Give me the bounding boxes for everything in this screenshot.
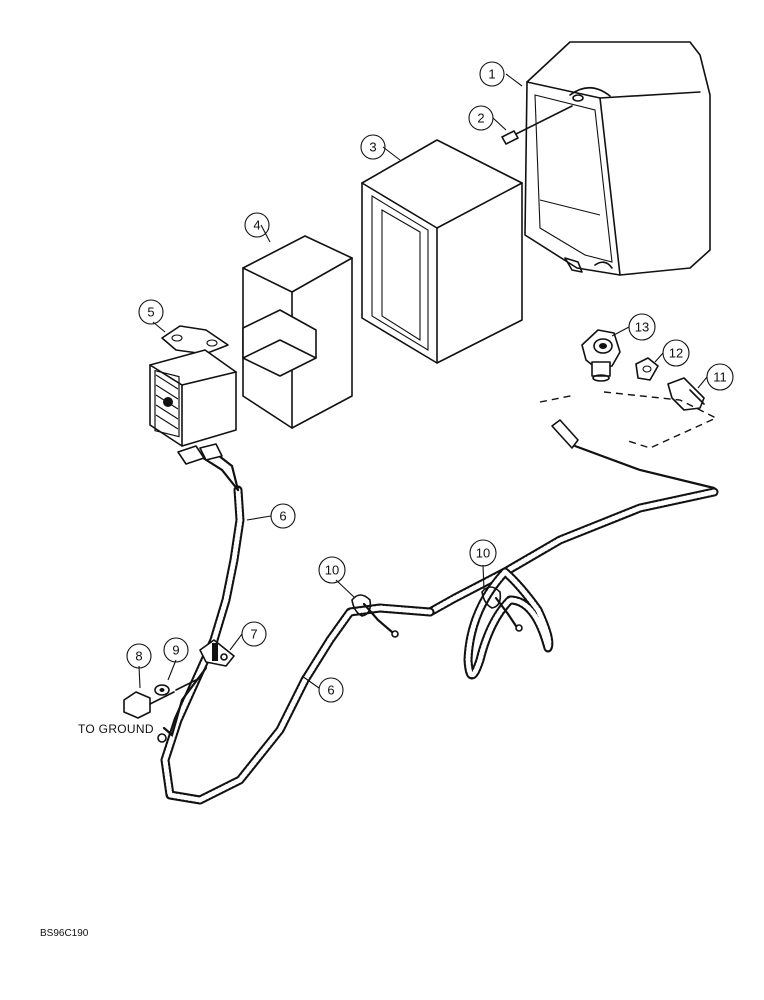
callout-5-label: 5: [147, 305, 154, 320]
callout-2-label: 2: [477, 111, 484, 126]
foam-liner: [361, 139, 523, 364]
callout-10-right: 10: [469, 539, 497, 567]
callout-7-label: 7: [250, 627, 257, 642]
wire-harness: [157, 443, 719, 805]
callout-12: 12: [662, 339, 690, 367]
callout-1-label: 1: [488, 67, 495, 82]
callout-8: 8: [126, 643, 152, 669]
figure-code: BS96C190: [40, 928, 89, 939]
callout-13: 13: [628, 313, 656, 341]
callout-11-label: 11: [713, 370, 727, 385]
callout-10-left-label: 10: [325, 563, 339, 578]
callout-13-label: 13: [635, 320, 649, 335]
callout-2: 2: [468, 105, 494, 131]
callout-4: 4: [244, 212, 270, 238]
callout-3-label: 3: [369, 140, 376, 155]
housing-cover: [524, 41, 711, 276]
callout-9-label: 9: [172, 643, 179, 658]
callout-10-left: 10: [318, 556, 346, 584]
backup-alarm: [149, 325, 237, 447]
callout-6-upper: 6: [270, 503, 296, 529]
alarm-grille: [155, 374, 179, 430]
cable-clamp-left: [351, 594, 372, 617]
adapter-fitting: [635, 357, 659, 381]
lock-washer: [154, 684, 170, 696]
callout-6-lower-label: 6: [327, 683, 334, 698]
pressure-switch: [667, 377, 705, 411]
to-ground-note: TO GROUND: [78, 722, 154, 736]
callout-10-right-label: 10: [476, 546, 490, 561]
callout-8-label: 8: [135, 649, 142, 664]
connector-plug: [551, 419, 579, 449]
callout-5: 5: [138, 299, 164, 325]
connector-outline: [539, 391, 718, 449]
callout-7: 7: [241, 621, 267, 647]
callout-1: 1: [479, 61, 505, 87]
callout-9: 9: [163, 637, 189, 663]
hex-bolt: [123, 677, 201, 719]
callout-4-label: 4: [253, 218, 260, 233]
screw: [501, 105, 573, 145]
elbow-fitting: [581, 329, 621, 382]
callout-11: 11: [706, 363, 734, 391]
callout-6-upper-label: 6: [279, 509, 286, 524]
foam-insert: [242, 235, 353, 429]
p-clip: [199, 639, 235, 667]
callout-12-label: 12: [669, 346, 683, 361]
cable-clamp-right: [481, 586, 502, 609]
callout-6-lower: 6: [318, 677, 344, 703]
callout-3: 3: [360, 134, 386, 160]
